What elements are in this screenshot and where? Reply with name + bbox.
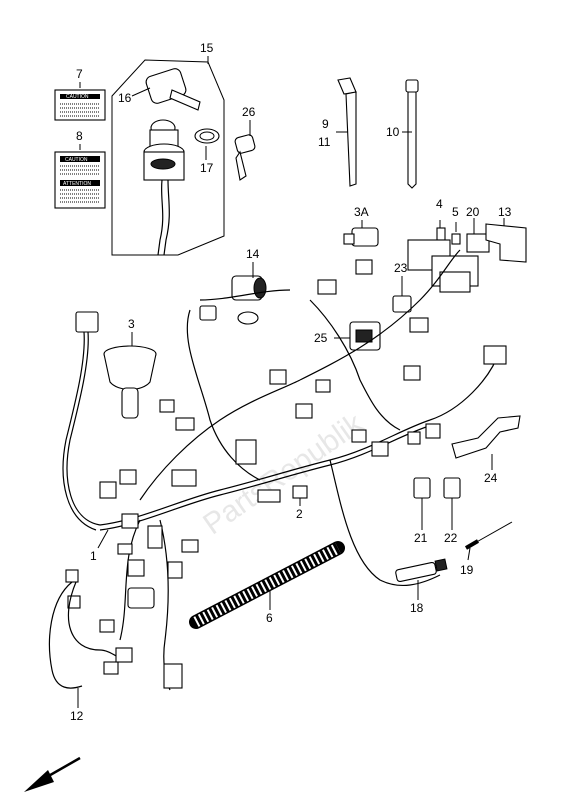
callout-23: 23 (394, 261, 408, 275)
callout-17: 17 (200, 161, 214, 175)
connector-part-2 (292, 485, 308, 499)
cable-tie-part-10 (405, 79, 419, 189)
switch-part-14 (231, 275, 267, 325)
ring-part-17 (194, 128, 220, 144)
callout-21: 21 (414, 531, 428, 545)
caution-attention-label-part-8: CAUTION ATTENTION (54, 151, 106, 209)
callout-24: 24 (484, 471, 498, 485)
callout-15: 15 (200, 41, 214, 55)
callout-10: 10 (386, 125, 400, 139)
connector-part-21 (413, 477, 431, 499)
spring-part-19 (464, 521, 513, 550)
watermark: PartsRepublik (197, 407, 370, 542)
connector-top-left (75, 311, 99, 333)
callout-12: 12 (70, 709, 84, 723)
callout-8: 8 (76, 129, 83, 143)
callout-18: 18 (410, 601, 424, 615)
bracket-part-13 (485, 223, 527, 263)
callout-14: 14 (246, 247, 260, 261)
fuse-box (407, 239, 479, 293)
leader-lines (77, 56, 505, 708)
fuse-part-4 (436, 227, 446, 241)
caution-label-part-7: CAUTION (54, 89, 106, 121)
bracket-part-24 (451, 415, 521, 459)
callout-9: 9 (322, 117, 329, 131)
callout-3a: 3A (354, 205, 369, 219)
fuse-part-5 (451, 233, 461, 245)
callout-1: 1 (90, 549, 97, 563)
callout-20: 20 (466, 205, 480, 219)
sensor-part-18 (395, 558, 448, 583)
sub-harness-part-12 (48, 569, 133, 689)
key-part-26 (234, 134, 256, 181)
caution-text-part-8: CAUTION (65, 157, 88, 163)
direction-arrow-icon (24, 756, 81, 792)
callout-11: 11 (318, 135, 331, 149)
callout-2: 2 (296, 507, 303, 521)
callout-6: 6 (266, 611, 273, 625)
relay-part-20 (466, 233, 490, 253)
callout-25: 25 (314, 331, 328, 345)
callout-19: 19 (460, 563, 474, 577)
corrugated-tube-part-6 (189, 541, 345, 629)
connector-part-22 (443, 477, 461, 499)
callouts: 7 8 15 16 17 26 9 11 10 3A 4 5 20 13 23 … (70, 41, 512, 723)
callout-13: 13 (498, 205, 512, 219)
connector-part-23 (392, 295, 412, 313)
caution-label-text: CAUTION (66, 94, 89, 100)
relay-part-25 (349, 321, 381, 351)
callout-7: 7 (76, 67, 83, 81)
callout-4: 4 (436, 197, 443, 211)
callout-22: 22 (444, 531, 458, 545)
callout-26: 26 (242, 105, 256, 119)
callout-16: 16 (118, 91, 132, 105)
connector-part-3a (343, 227, 379, 247)
wire-harness-part-1 (62, 249, 507, 691)
clamp-part-9-11 (337, 77, 357, 187)
callout-3: 3 (128, 317, 135, 331)
boot-part-3 (103, 345, 157, 419)
attention-text-part-8: ATTENTION (63, 181, 91, 187)
ignition-switch-assembly-part-15 (111, 59, 225, 256)
callout-5: 5 (452, 205, 459, 219)
